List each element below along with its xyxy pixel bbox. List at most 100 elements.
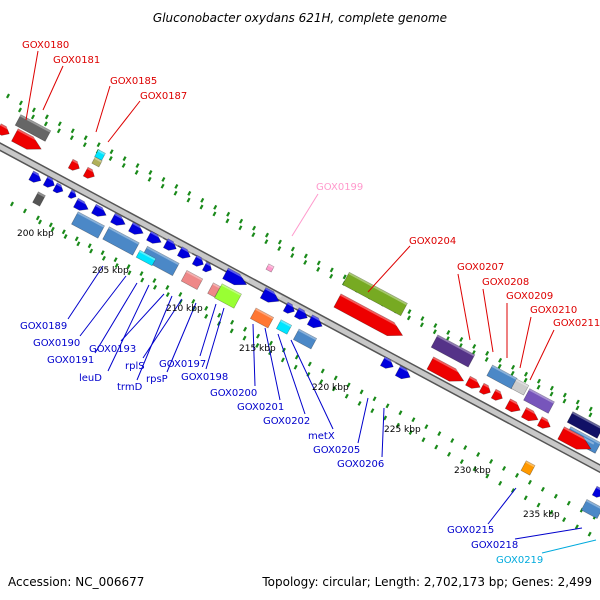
scale-label-210: 210 kbp	[166, 304, 203, 314]
gene-feature-1[interactable]	[14, 114, 52, 142]
gene-feature-30[interactable]	[259, 287, 282, 306]
gene-label-gox0204[interactable]: GOX0204	[409, 236, 456, 247]
leader-line	[482, 288, 494, 353]
gene-feature-16[interactable]	[110, 212, 128, 228]
tick-top-outer	[498, 357, 503, 363]
gene-feature-23[interactable]	[102, 226, 140, 256]
gene-feature-34[interactable]	[249, 307, 275, 329]
gene-label-gox0190[interactable]: GOX0190	[33, 338, 80, 349]
gene-feature-48[interactable]	[510, 378, 530, 396]
gene-feature-6[interactable]	[67, 158, 82, 173]
gene-feature-2[interactable]	[11, 128, 45, 156]
tick-top-inner	[251, 232, 256, 238]
gene-label-gox0193[interactable]: GOX0193	[89, 344, 136, 355]
gene-feature-19[interactable]	[162, 238, 179, 253]
gene-feature-40[interactable]	[379, 356, 396, 371]
gene-label-gox0202[interactable]: GOX0202	[263, 416, 310, 427]
gene-feature-42[interactable]	[430, 334, 476, 368]
gene-feature-4[interactable]	[94, 149, 106, 161]
gene-feature-22[interactable]	[201, 261, 214, 274]
gene-feature-53[interactable]	[566, 411, 600, 439]
gene-feature-51[interactable]	[520, 406, 541, 424]
gene-label-gox0210[interactable]: GOX0210	[530, 305, 577, 316]
gene-label-rpls[interactable]: rplS	[125, 361, 145, 372]
gene-feature-52[interactable]	[536, 416, 553, 431]
gene-label-gox0200[interactable]: GOX0200	[210, 388, 257, 399]
gene-feature-55[interactable]	[557, 426, 595, 455]
gene-feature-11[interactable]	[67, 189, 78, 200]
tick-bottom-outer	[153, 284, 158, 290]
gene-label-gox0185[interactable]: GOX0185	[110, 76, 157, 87]
gene-feature-20[interactable]	[176, 246, 193, 261]
gene-feature-25[interactable]	[135, 249, 157, 267]
gene-feature-17[interactable]	[128, 221, 146, 237]
gene-label-gox0199[interactable]: GOX0199	[316, 182, 363, 193]
gene-feature-21[interactable]	[191, 254, 206, 269]
tick-top-inner	[562, 398, 567, 404]
gene-label-leud[interactable]: leuD	[79, 373, 102, 384]
gene-label-gox0209[interactable]: GOX0209	[506, 291, 553, 302]
gene-label-gox0198[interactable]: GOX0198	[181, 372, 228, 383]
gene-label-gox0215[interactable]: GOX0215	[447, 525, 494, 536]
gene-feature-47[interactable]	[486, 364, 518, 390]
tick-top-inner	[432, 329, 437, 335]
gene-label-metx[interactable]: metX	[308, 431, 335, 442]
gene-feature-28[interactable]	[214, 283, 242, 309]
tick-bottom-outer	[331, 386, 337, 392]
gene-label-gox0201[interactable]: GOX0201	[237, 402, 284, 413]
tick-bottom-inner	[566, 500, 571, 506]
gene-feature-57[interactable]	[580, 499, 600, 519]
gene-label-gox0206[interactable]: GOX0206	[337, 459, 384, 470]
gene-label-gox0197[interactable]: GOX0197	[159, 359, 206, 370]
gene-label-gox0218[interactable]: GOX0218	[471, 540, 518, 551]
tick-top-inner	[17, 107, 23, 113]
gene-feature-58[interactable]	[591, 485, 600, 500]
gene-feature-56[interactable]	[520, 460, 536, 476]
gene-label-gox0208[interactable]: GOX0208	[482, 277, 529, 288]
gene-feature-12[interactable]	[32, 191, 46, 207]
gene-label-gox0189[interactable]: GOX0189	[20, 321, 67, 332]
gene-feature-38[interactable]	[333, 293, 407, 342]
gene-feature-31[interactable]	[282, 301, 297, 316]
gene-label-gox0180[interactable]: GOX0180	[22, 40, 69, 51]
gene-feature-46[interactable]	[490, 388, 505, 403]
gene-feature-41[interactable]	[394, 365, 413, 382]
gene-feature-10[interactable]	[52, 182, 66, 195]
leader-line	[205, 307, 225, 370]
gene-label-gox0205[interactable]: GOX0205	[313, 445, 360, 456]
gene-feature-45[interactable]	[478, 382, 493, 397]
tick-bottom-outer	[229, 328, 234, 334]
gene-feature-49[interactable]	[523, 388, 555, 414]
gene-label-rpsp[interactable]: rpsP	[146, 374, 168, 385]
gene-feature-29[interactable]	[222, 267, 250, 290]
gene-feature-26[interactable]	[180, 270, 204, 290]
gene-feature-18[interactable]	[146, 230, 164, 246]
gene-feature-44[interactable]	[465, 375, 483, 391]
gene-feature-9[interactable]	[42, 175, 57, 190]
gene-feature-15[interactable]	[91, 203, 109, 219]
gene-feature-36[interactable]	[292, 328, 318, 350]
gene-feature-43[interactable]	[426, 356, 468, 387]
gene-feature-5[interactable]	[91, 156, 103, 168]
gene-feature-14[interactable]	[73, 197, 91, 213]
gene-label-gox0191[interactable]: GOX0191	[47, 355, 94, 366]
gene-feature-8[interactable]	[28, 170, 44, 185]
tick-bottom-inner	[165, 285, 170, 290]
gene-feature-27[interactable]	[207, 282, 221, 298]
gene-feature-35[interactable]	[275, 319, 293, 335]
gene-feature-33[interactable]	[306, 314, 325, 331]
gene-feature-39[interactable]	[265, 263, 275, 273]
gene-feature-3[interactable]	[0, 123, 12, 138]
gene-label-gox0187[interactable]: GOX0187	[140, 91, 187, 102]
gene-feature-7[interactable]	[82, 166, 97, 181]
gene-label-trmd[interactable]: trmD	[117, 382, 143, 393]
gene-feature-50[interactable]	[504, 398, 523, 415]
gene-label-gox0181[interactable]: GOX0181	[53, 55, 100, 66]
gene-label-gox0219[interactable]: GOX0219	[496, 555, 543, 566]
gene-feature-32[interactable]	[293, 307, 310, 322]
gene-label-gox0207[interactable]: GOX0207	[457, 262, 504, 273]
gene-feature-37[interactable]	[342, 271, 408, 317]
tick-top-outer	[290, 246, 295, 252]
gene-label-gox0211[interactable]: GOX0211	[553, 318, 600, 329]
gene-feature-13[interactable]	[71, 211, 105, 239]
